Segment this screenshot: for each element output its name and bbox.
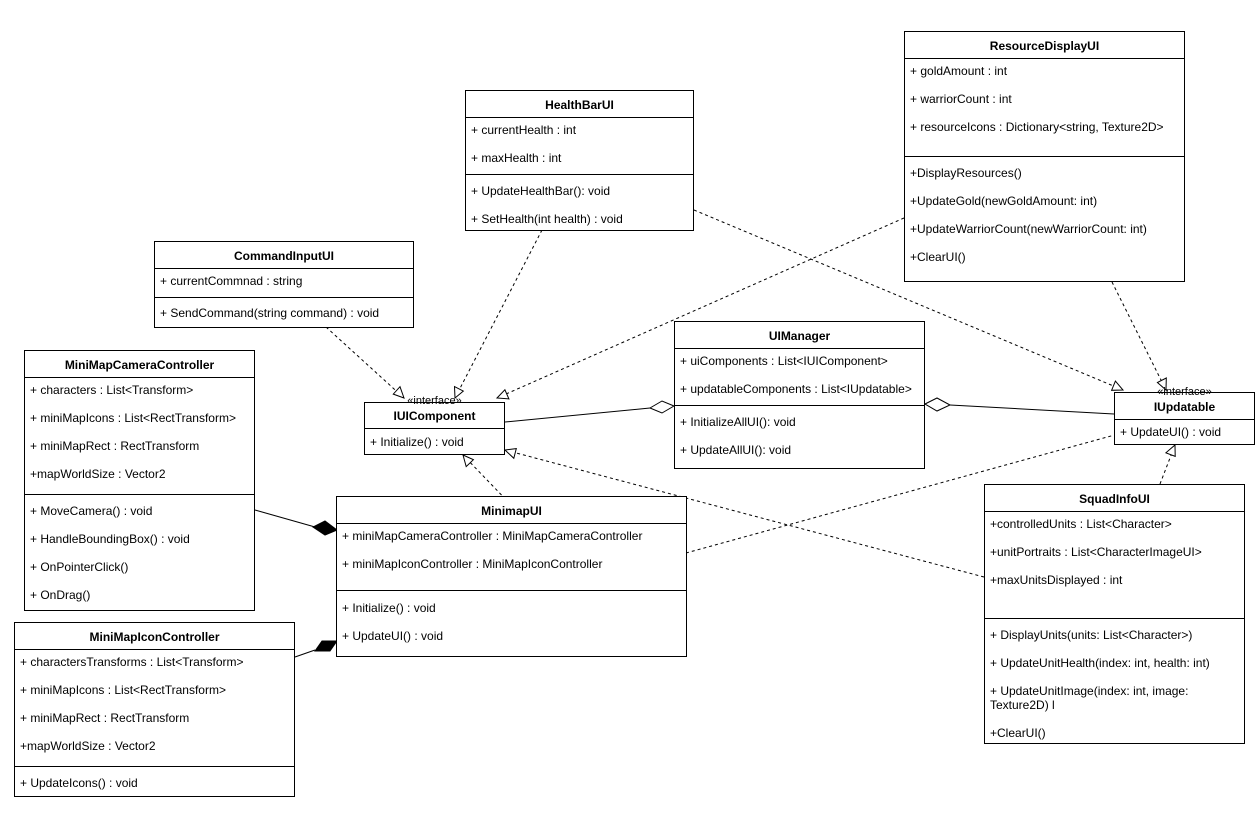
class-header: SquadInfoUI xyxy=(985,485,1244,512)
class-name: IUpdatable xyxy=(1153,400,1216,414)
class-minimap-ui: MinimapUI + miniMapCameraController : Mi… xyxy=(336,496,687,657)
class-header: CommandInputUI xyxy=(155,242,413,269)
attribute: + uiComponents : List<IUIComponent> xyxy=(680,354,888,368)
attribute: + goldAmount : int xyxy=(910,64,1008,78)
interface-iupdatable: «interface» IUpdatable + UpdateUI() : vo… xyxy=(1114,387,1255,445)
interface-iuicomponent: «interface» IUIComponent + Initialize() … xyxy=(364,396,505,455)
method: + InitializeAllUI(): void xyxy=(680,415,796,429)
class-name: UIManager xyxy=(768,329,831,343)
class-health-bar-ui: HealthBarUI + currentHealth : int + maxH… xyxy=(465,90,694,231)
class-header: HealthBarUI xyxy=(466,91,693,118)
attribute: + maxHealth : int xyxy=(471,151,562,165)
method: + UpdateHealthBar(): void xyxy=(471,184,611,198)
aggregation-iuicomponent-to-uimanager xyxy=(504,400,676,423)
attribute: +unitPortraits : List<CharacterImageUI> xyxy=(990,545,1202,559)
attributes-section: + goldAmount : int + warriorCount : int … xyxy=(905,59,1184,157)
class-name: CommandInputUI xyxy=(234,249,334,263)
attributes-section: + currentCommnad : string xyxy=(155,269,413,298)
attribute: + miniMapIcons : List<RectTransform> xyxy=(30,411,236,425)
attribute: + currentHealth : int xyxy=(471,123,577,137)
attribute: + resourceIcons : Dictionary<string, Tex… xyxy=(910,120,1164,134)
method: + UpdateUnitImage(index: int, image: Tex… xyxy=(990,684,1189,712)
attributes-section: + characters : List<Transform> + miniMap… xyxy=(25,378,254,495)
class-ui-manager: UIManager + uiComponents : List<IUICompo… xyxy=(674,321,925,469)
class-name: HealthBarUI xyxy=(545,98,614,112)
method: + Initialize() : void xyxy=(342,601,436,615)
attribute: +mapWorldSize : Vector2 xyxy=(30,467,166,481)
class-name: MiniMapCameraController xyxy=(64,358,215,372)
attribute: + warriorCount : int xyxy=(910,92,1012,106)
attribute: +mapWorldSize : Vector2 xyxy=(20,739,156,753)
method: + Initialize() : void xyxy=(370,435,464,449)
class-squad-info-ui: SquadInfoUI +controlledUnits : List<Char… xyxy=(984,484,1245,744)
class-name: SquadInfoUI xyxy=(1079,492,1150,506)
attributes-section: + charactersTransforms : List<Transform>… xyxy=(15,650,294,767)
realization-resourcedisplay-to-iupdatable xyxy=(1111,281,1167,392)
class-name: IUIComponent xyxy=(393,409,476,423)
class-header: MinimapUI xyxy=(337,497,686,524)
method: + OnPointerClick() xyxy=(30,560,129,574)
class-name: MiniMapIconController xyxy=(89,630,220,644)
method: +UpdateWarriorCount(newWarriorCount: int… xyxy=(910,222,1147,236)
realization-commandinput-to-iuicomponent xyxy=(325,326,405,399)
method: + UpdateUI() : void xyxy=(342,629,444,643)
attributes-section: + miniMapCameraController : MiniMapCamer… xyxy=(337,524,686,591)
composition-minimapcamera-to-minimap xyxy=(254,509,338,536)
attributes-section: + currentHealth : int + maxHealth : int xyxy=(466,118,693,175)
attributes-section: + uiComponents : List<IUIComponent> + up… xyxy=(675,349,924,406)
attribute: + miniMapRect : RectTransform xyxy=(30,439,200,453)
attribute: +controlledUnits : List<Character> xyxy=(990,517,1172,531)
attribute: + updatableComponents : List<IUpdatable> xyxy=(680,382,912,396)
method: + UpdateUI() : void xyxy=(1120,425,1222,439)
class-minimap-camera-controller: MiniMapCameraController + characters : L… xyxy=(24,350,255,611)
attributes-section: +controlledUnits : List<Character> +unit… xyxy=(985,512,1244,619)
method: + DisplayUnits(units: List<Character>) xyxy=(990,628,1193,642)
class-resource-display-ui: ResourceDisplayUI + goldAmount : int + w… xyxy=(904,31,1185,282)
attribute: + miniMapIcons : List<RectTransform> xyxy=(20,683,226,697)
attribute: + charactersTransforms : List<Transform> xyxy=(20,655,244,669)
class-name: MinimapUI xyxy=(481,504,542,518)
method: +DisplayResources() xyxy=(910,166,1022,180)
class-command-input-ui: CommandInputUI + currentCommnad : string… xyxy=(154,241,414,328)
method: + UpdateUnitHealth(index: int, health: i… xyxy=(990,656,1210,670)
method: + OnDrag() xyxy=(30,588,91,602)
class-header: «interface» IUpdatable xyxy=(1115,387,1254,420)
attribute: + miniMapIconController : MiniMapIconCon… xyxy=(342,557,603,571)
attribute: +maxUnitsDisplayed : int xyxy=(990,573,1123,587)
realization-healthbar-to-iuicomponent xyxy=(453,229,543,400)
method: + MoveCamera() : void xyxy=(30,504,153,518)
stereotype-label: «interface» xyxy=(1157,386,1212,398)
class-header: MiniMapIconController xyxy=(15,623,294,650)
method: +ClearUI() xyxy=(990,726,1046,740)
class-header: MiniMapCameraController xyxy=(25,351,254,378)
aggregation-iupdatable-to-uimanager xyxy=(923,397,1115,415)
class-header: ResourceDisplayUI xyxy=(905,32,1184,59)
method: + UpdateIcons() : void xyxy=(20,776,138,790)
realization-squadinfo-to-iupdatable xyxy=(1159,443,1176,485)
method: + HandleBoundingBox() : void xyxy=(30,532,190,546)
class-header: «interface» IUIComponent xyxy=(365,396,504,429)
stereotype-label: «interface» xyxy=(407,395,462,407)
composition-minimapicon-to-minimap xyxy=(294,640,338,658)
attribute: + currentCommnad : string xyxy=(160,274,303,288)
attribute: + characters : List<Transform> xyxy=(30,383,194,397)
method: + SetHealth(int health) : void xyxy=(471,212,623,226)
class-header: UIManager xyxy=(675,322,924,349)
method: +UpdateGold(newGoldAmount: int) xyxy=(910,194,1098,208)
class-name: ResourceDisplayUI xyxy=(989,39,1100,53)
attribute: + miniMapCameraController : MiniMapCamer… xyxy=(342,529,643,543)
attribute: + miniMapRect : RectTransform xyxy=(20,711,190,725)
method: + UpdateAllUI(): void xyxy=(680,443,792,457)
class-minimap-icon-controller: MiniMapIconController + charactersTransf… xyxy=(14,622,295,797)
method: + SendCommand(string command) : void xyxy=(160,306,380,320)
method: +ClearUI() xyxy=(910,250,966,264)
